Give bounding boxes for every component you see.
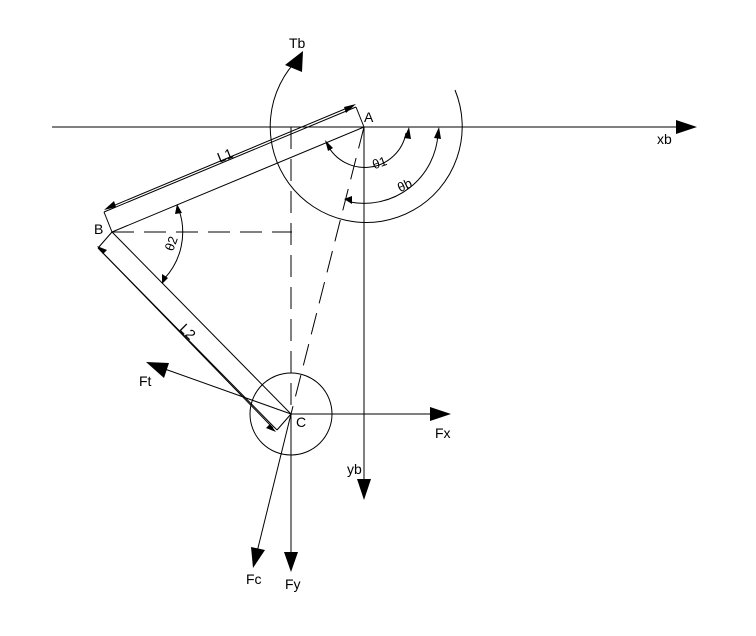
label-angle-b: θb [395, 175, 414, 195]
l1-dimension-arrow-a [344, 104, 356, 113]
force-ft-arrowhead [146, 362, 169, 378]
force-fc-arrowhead [251, 547, 265, 568]
label-axis-x: xb [657, 131, 672, 147]
force-ft-line [161, 367, 292, 415]
l1-dimension-line [107, 105, 353, 209]
label-force-c: Fc [246, 571, 262, 587]
dashed-line-a-to-c [290, 126, 365, 415]
theta-1-arrow-start [325, 140, 333, 151]
label-axis-y: yb [347, 461, 362, 477]
l2-dimension-arrow-b [266, 424, 276, 432]
theta-1-arrow-end [404, 127, 411, 139]
theta-2-arrow-end [162, 274, 168, 284]
force-fx-arrowhead [430, 407, 451, 421]
force-fy-arrowhead [284, 552, 298, 572]
l2-dimension-arrow-a [97, 246, 107, 254]
theta-b-arc [349, 133, 439, 204]
label-link-1: L1 [215, 145, 236, 166]
label-torque: Tb [289, 35, 306, 51]
link-1-bar [103, 106, 365, 233]
label-angle-1: θ1 [370, 153, 389, 172]
x-axis-arrowhead [676, 120, 697, 134]
theta-1-arc [326, 132, 407, 168]
label-point-c: C [296, 414, 306, 430]
label-angle-2: θ2 [162, 234, 181, 253]
label-point-b: B [94, 221, 103, 237]
label-force-x: Fx [435, 425, 451, 441]
label-link-2: L2 [177, 320, 199, 342]
joint-a-circle [269, 56, 463, 223]
label-force-y: Fy [285, 576, 301, 592]
label-force-t: Ft [139, 373, 152, 389]
label-point-a: A [364, 109, 374, 125]
force-fc-line [256, 413, 292, 553]
l2-dimension-line [99, 249, 274, 429]
theta-2-arrow-start [175, 204, 182, 214]
y-axis-arrowhead [357, 479, 371, 500]
l1-dimension-arrow-b [104, 201, 116, 210]
theta-b-arrow-start [344, 196, 352, 204]
theta-2-arc [163, 209, 184, 280]
torque-arrowhead [285, 51, 303, 72]
theta-b-arrow-end [434, 127, 441, 139]
